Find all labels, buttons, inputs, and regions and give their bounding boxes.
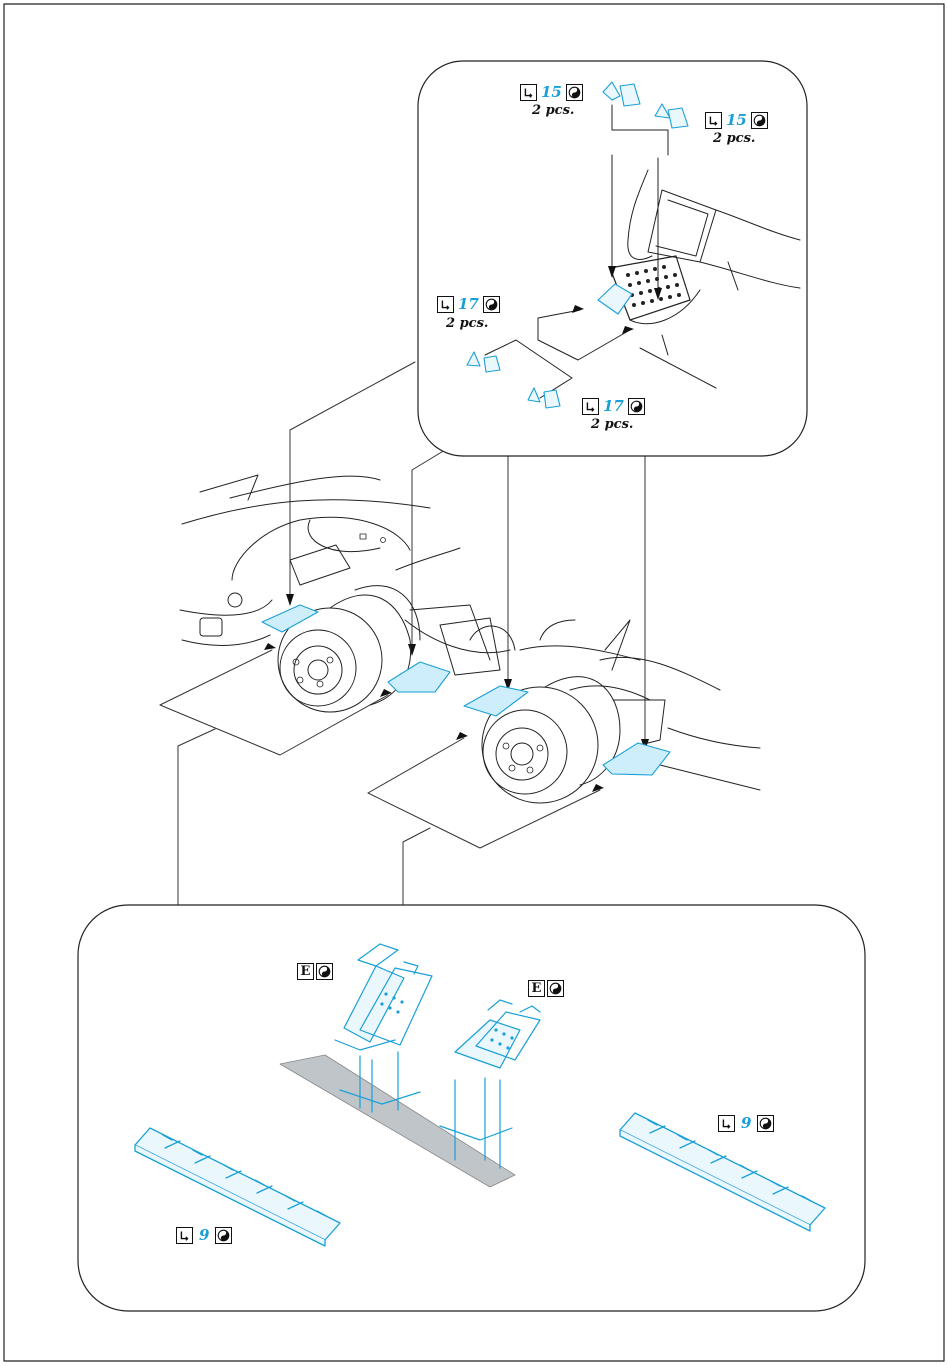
detail-inset-bottom bbox=[77, 904, 866, 1312]
inset-top-parts bbox=[466, 81, 689, 409]
quantity-label: 2 pcs. bbox=[532, 103, 575, 118]
yin-yang-icon bbox=[757, 1114, 775, 1132]
part-number: 15 bbox=[541, 83, 562, 101]
bend-icon bbox=[520, 83, 537, 101]
bend-icon bbox=[176, 1226, 193, 1244]
part-callout: 17 bbox=[582, 397, 645, 415]
yin-yang-icon bbox=[316, 963, 333, 980]
part-callout: 9 bbox=[718, 1114, 775, 1132]
part-number: 17 bbox=[458, 295, 479, 313]
etched-part-letter: E bbox=[297, 963, 314, 980]
yin-yang-icon bbox=[215, 1226, 233, 1244]
quantity-label: 2 pcs. bbox=[446, 316, 489, 331]
page-border bbox=[3, 3, 945, 1362]
main-view-detail bbox=[292, 533, 544, 774]
bend-icon bbox=[718, 1114, 735, 1132]
main-view-parts bbox=[261, 604, 671, 776]
bend-icon bbox=[582, 397, 599, 415]
access-ladders bbox=[334, 943, 541, 1169]
bend-icon bbox=[437, 295, 454, 313]
ladder-slot-plates bbox=[279, 1054, 516, 1188]
quantity-label: 2 pcs. bbox=[713, 131, 756, 146]
part-callout: 17 bbox=[437, 295, 500, 313]
etched-part-letter: E bbox=[528, 980, 545, 997]
part-callout: 9 bbox=[176, 1226, 233, 1244]
step-strip-right bbox=[619, 1112, 826, 1232]
yin-yang-icon bbox=[627, 397, 645, 415]
ladder-holes bbox=[380, 992, 514, 1050]
part-callout: E bbox=[297, 963, 333, 980]
yin-yang-icon bbox=[565, 83, 583, 101]
part-number: 15 bbox=[726, 111, 747, 129]
part-number: 17 bbox=[603, 397, 624, 415]
yin-yang-icon bbox=[547, 980, 564, 997]
part-number: 9 bbox=[741, 1114, 752, 1132]
yin-yang-icon bbox=[750, 111, 768, 129]
bend-icon bbox=[705, 111, 722, 129]
part-callout: 15 bbox=[520, 83, 583, 101]
part-callout: E bbox=[528, 980, 564, 997]
part-number: 9 bbox=[199, 1226, 210, 1244]
main-view bbox=[179, 474, 761, 804]
step-strip-left bbox=[134, 1127, 341, 1247]
quantity-label: 2 pcs. bbox=[591, 417, 634, 432]
part-callout: 15 bbox=[705, 111, 768, 129]
yin-yang-icon bbox=[482, 295, 500, 313]
